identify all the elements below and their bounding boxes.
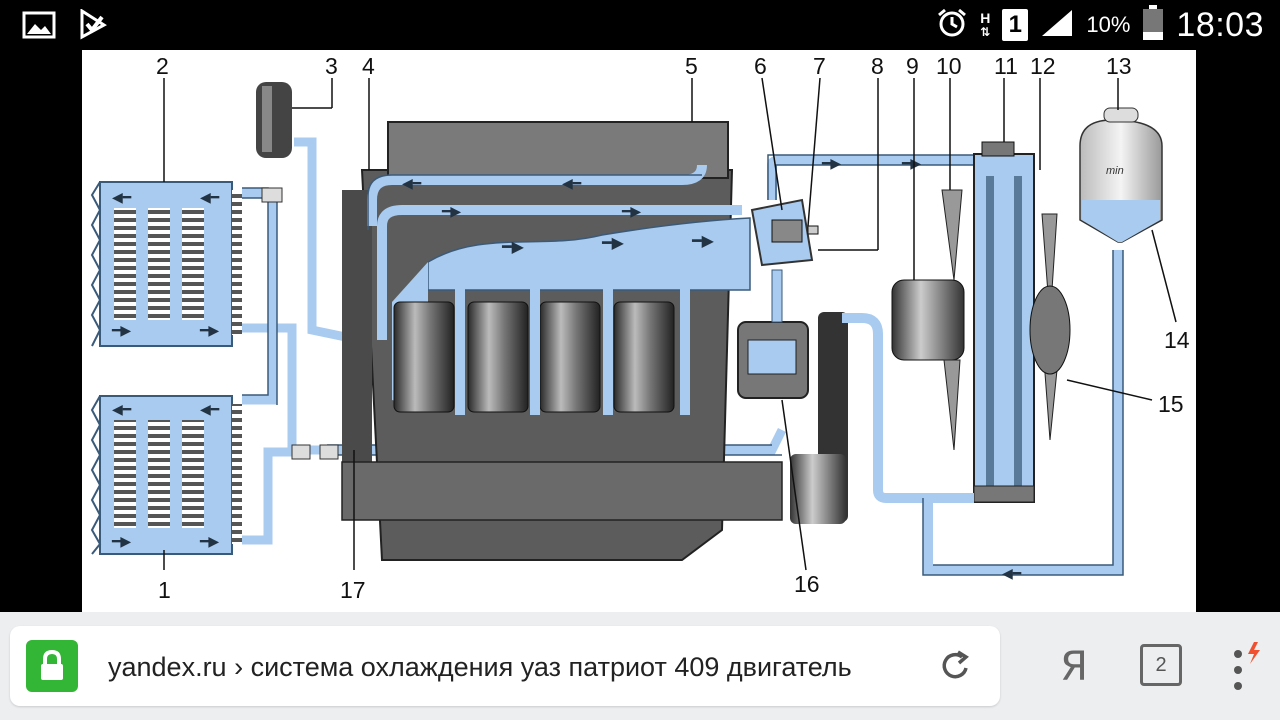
heater-radiator-upper: ◀━ ◀━ ━▶ ━▶ xyxy=(90,181,242,347)
reload-icon[interactable] xyxy=(936,646,976,686)
fan xyxy=(941,189,963,451)
label-13: 13 xyxy=(1106,53,1132,79)
menu-icon[interactable] xyxy=(1224,640,1264,700)
alarm-icon xyxy=(936,7,968,44)
svg-text:━▶: ━▶ xyxy=(501,237,525,256)
label-11: 11 xyxy=(994,53,1018,79)
generator xyxy=(891,279,965,361)
engine-block: ━▶ ━▶ ━▶ xyxy=(341,121,783,561)
leader-lines xyxy=(163,77,1177,571)
svg-text:◀━: ◀━ xyxy=(200,190,220,206)
battery-icon xyxy=(1142,4,1164,46)
radiator xyxy=(973,141,1035,503)
radiator-fan xyxy=(1029,213,1071,441)
expansion-tank: min xyxy=(1079,107,1163,243)
svg-text:◀━: ◀━ xyxy=(1002,566,1022,582)
clock: 18:03 xyxy=(1176,5,1264,44)
url-text[interactable]: yandex.ru › система охлаждения уаз патри… xyxy=(108,652,852,682)
svg-text:━▶: ━▶ xyxy=(111,534,131,550)
label-1: 1 xyxy=(158,577,171,603)
svg-text:━▶: ━▶ xyxy=(901,156,921,172)
svg-text:━▶: ━▶ xyxy=(621,204,641,220)
svg-text:━▶: ━▶ xyxy=(111,323,131,339)
download-check-icon xyxy=(78,8,108,46)
svg-text:━▶: ━▶ xyxy=(441,204,461,220)
label-17: 17 xyxy=(340,577,366,603)
sim-indicator: 1 xyxy=(1002,9,1029,41)
svg-text:◀━: ◀━ xyxy=(112,402,132,418)
label-10: 10 xyxy=(936,53,962,79)
svg-text:━▶: ━▶ xyxy=(199,323,219,339)
image-viewport: ◀━ ◀━ ━▶ ━▶ ◀━ ◀━ ━▶ ━▶ xyxy=(0,50,1280,612)
label-7: 7 xyxy=(813,53,826,79)
network-type: H xyxy=(980,10,991,26)
signal-icon xyxy=(1040,8,1074,43)
label-5: 5 xyxy=(685,53,698,79)
label-12: 12 xyxy=(1030,53,1056,79)
water-pump xyxy=(737,269,809,399)
svg-text:━▶: ━▶ xyxy=(601,233,625,252)
svg-text:◀━: ◀━ xyxy=(402,176,422,192)
diagram-svg: ◀━ ◀━ ━▶ ━▶ ◀━ ◀━ ━▶ ━▶ xyxy=(90,53,1190,603)
svg-text:◀━: ◀━ xyxy=(112,190,132,206)
heater-radiator-lower: ◀━ ◀━ ━▶ ━▶ xyxy=(90,395,242,555)
data-transfer-icon: H ⇅ xyxy=(980,10,991,39)
label-8: 8 xyxy=(871,53,884,79)
label-4: 4 xyxy=(362,53,375,79)
label-15: 15 xyxy=(1158,391,1184,417)
label-2: 2 xyxy=(156,53,169,79)
part-labels: 2 3 4 5 6 7 8 9 10 11 12 13 14 15 16 17 … xyxy=(156,53,1190,603)
label-14: 14 xyxy=(1164,327,1190,353)
label-3: 3 xyxy=(325,53,338,79)
label-9: 9 xyxy=(906,53,919,79)
cooling-system-diagram: ◀━ ◀━ ━▶ ━▶ ◀━ ◀━ ━▶ ━▶ xyxy=(82,50,1196,612)
status-bar: H ⇅ 1 10% 18:03 xyxy=(0,0,1280,50)
battery-percent: 10% xyxy=(1086,12,1131,37)
tank-min-mark: min xyxy=(1106,165,1124,177)
svg-text:◀━: ◀━ xyxy=(200,402,220,418)
thermostat xyxy=(750,198,819,267)
svg-text:━▶: ━▶ xyxy=(691,231,715,250)
lock-icon[interactable] xyxy=(26,640,78,692)
label-6: 6 xyxy=(754,53,767,79)
browser-toolbar: yandex.ru › система охлаждения уаз патри… xyxy=(0,612,1280,720)
expansion-cylinder xyxy=(256,82,292,158)
address-bar[interactable]: yandex.ru › система охлаждения уаз патри… xyxy=(10,626,1000,706)
label-16: 16 xyxy=(794,571,820,597)
yandex-button[interactable]: Я xyxy=(1060,644,1088,690)
svg-text:━▶: ━▶ xyxy=(199,534,219,550)
svg-text:◀━: ◀━ xyxy=(562,176,582,192)
svg-text:━▶: ━▶ xyxy=(821,156,841,172)
tabs-button[interactable]: 2 xyxy=(1140,644,1182,686)
gallery-icon xyxy=(22,11,56,44)
